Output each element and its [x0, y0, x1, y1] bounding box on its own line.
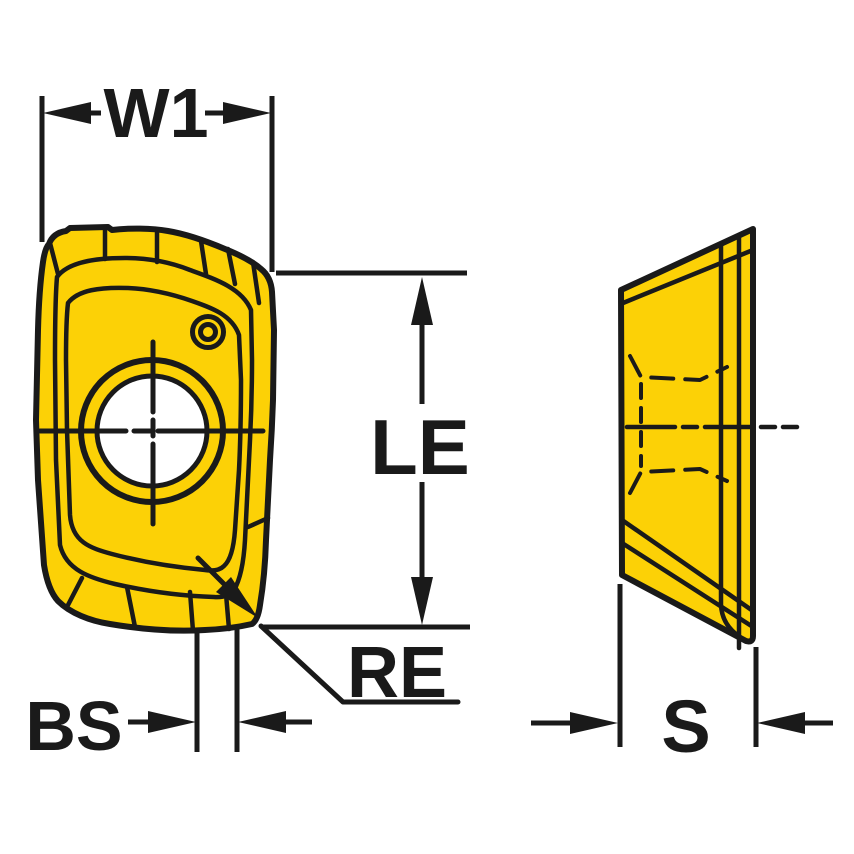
dimension-w1: W1 [39, 74, 275, 272]
facet-line [198, 238, 209, 277]
dimple-outer [190, 314, 226, 350]
bs-label: BS [25, 687, 122, 765]
facet-line [47, 240, 61, 277]
facet-lines [47, 225, 271, 634]
facet-line [225, 246, 238, 287]
s-label: S [661, 685, 710, 768]
re-arrowhead [216, 577, 258, 618]
facet-line [245, 515, 271, 530]
w1-arrowhead-left [43, 102, 91, 124]
w1-arrowhead-right [223, 102, 271, 124]
re-leader-line-upper [195, 555, 231, 591]
dimension-le: LE [261, 270, 470, 630]
dimple-inner [198, 322, 218, 342]
bs-arrowhead-right [238, 711, 286, 733]
side-view [618, 226, 800, 651]
facet-line [250, 259, 262, 306]
dimension-s: S [531, 584, 833, 768]
le-arrowhead-up [411, 277, 433, 325]
side-view-hidden-hole-upper [628, 354, 729, 382]
dimension-bs: BS [25, 629, 312, 765]
front-view-band-line [52, 255, 255, 600]
facet-line [187, 589, 196, 634]
side-view-bottom-band-line-1 [619, 517, 756, 614]
facet-line [65, 575, 85, 608]
bs-arrowhead-left [148, 711, 196, 733]
re-label: RE [347, 633, 447, 713]
side-view-bottom-band-line-2 [619, 540, 756, 630]
front-view-inner-line [63, 285, 244, 573]
dimension-re: RE [195, 555, 461, 713]
front-view [33, 224, 277, 634]
s-arrowhead-right [757, 712, 805, 734]
w1-label: W1 [104, 74, 209, 152]
le-label: LE [370, 403, 470, 491]
facet-line [124, 584, 138, 630]
side-view-top-band-line [620, 247, 756, 306]
re-leader-line-lower [258, 623, 461, 705]
s-arrowhead-left [570, 712, 618, 734]
facet-line [223, 591, 232, 632]
le-arrowhead-down [411, 577, 433, 625]
side-view-hidden-hole-lower [628, 467, 729, 495]
